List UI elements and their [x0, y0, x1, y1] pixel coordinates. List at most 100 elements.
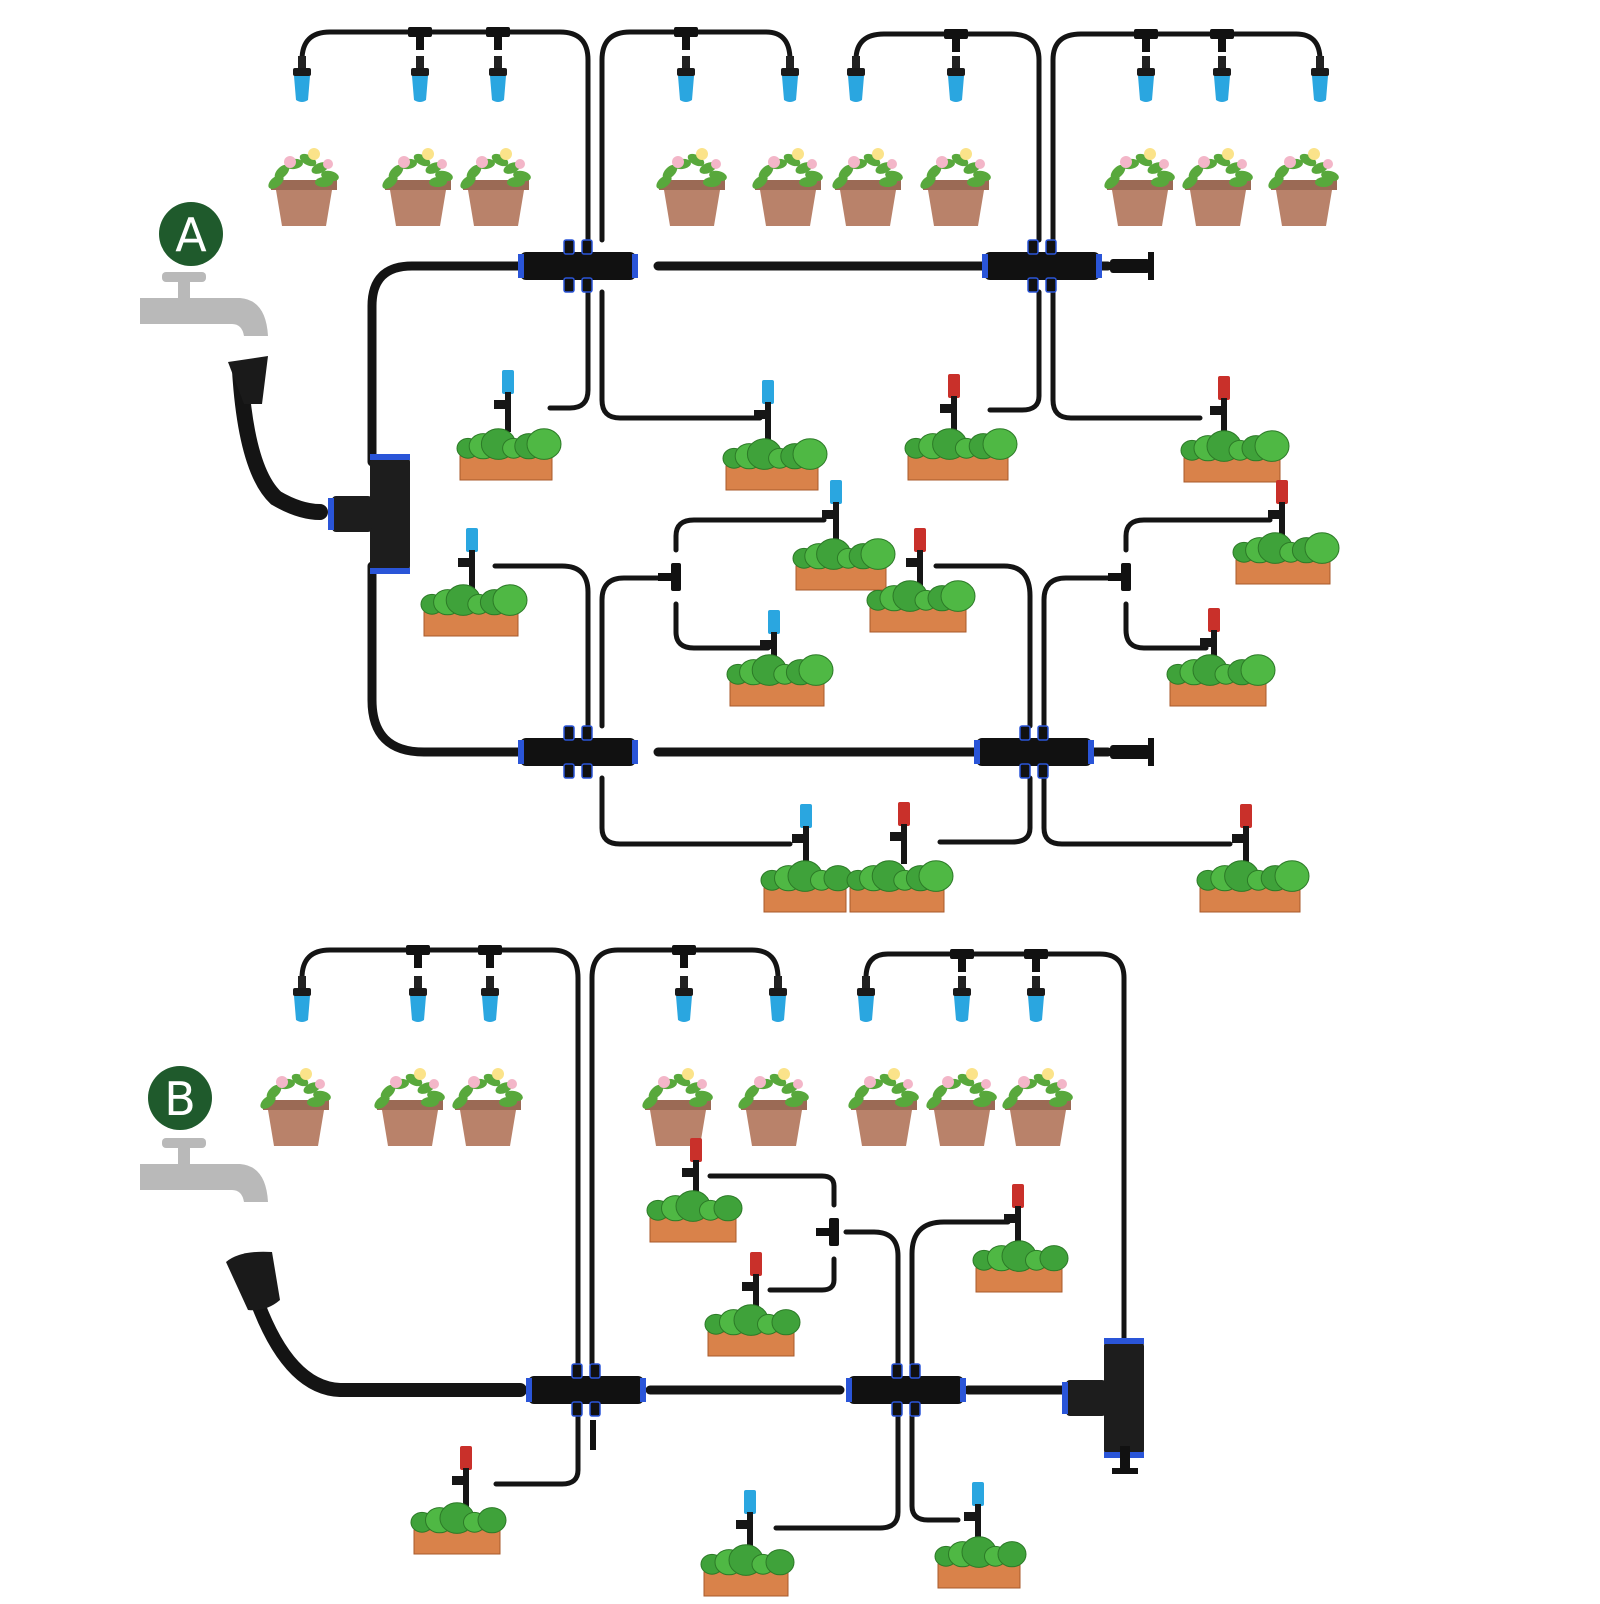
planter-box-icon: [646, 1190, 743, 1243]
stake-dripper-head: [466, 528, 478, 552]
badge-a-circle: [159, 202, 223, 266]
pot-leaf: [460, 175, 476, 189]
micro-tee-connector-icon: [1134, 29, 1158, 52]
blue-dripper-icon: [411, 56, 429, 102]
micro-tee-connector-icon: [816, 1218, 839, 1246]
stake-inlet: [742, 1282, 756, 1291]
leaf: [477, 1507, 507, 1534]
blue-dripper-icon: [822, 480, 842, 542]
drip-tube: [1041, 575, 1115, 729]
planter-box-icon: [456, 428, 562, 481]
flower: [807, 159, 817, 169]
pot-leaf: [507, 176, 525, 188]
manifold-port: [581, 277, 593, 293]
drip-tube: [843, 1229, 901, 1367]
pot-body: [856, 1110, 912, 1146]
dripper-nozzle: [676, 996, 692, 1022]
micro-tee-connector-icon: [950, 949, 974, 972]
stake-dripper-head: [972, 1482, 984, 1506]
planter-box-body: [849, 887, 945, 913]
stake-inlet: [1232, 834, 1246, 843]
dripper-nozzle: [954, 996, 970, 1022]
planter-box-icon: [760, 860, 853, 913]
pot-rim: [923, 180, 989, 190]
faucet-spout: [200, 298, 268, 336]
end-plug-icon: [1110, 252, 1154, 280]
manifold-port: [581, 239, 593, 255]
planter-box-body: [725, 465, 819, 491]
tubing-layer: [232, 29, 1323, 1531]
pot-leaf: [374, 1095, 390, 1109]
blue-dripper-icon: [1311, 56, 1329, 102]
flower: [414, 1068, 426, 1080]
tee-ring: [328, 498, 334, 530]
tee-branch: [1218, 32, 1226, 52]
drip-tube: [767, 1256, 837, 1293]
tee-branch: [416, 30, 424, 50]
stake-dripper-head: [690, 1138, 702, 1162]
planter-box-body: [907, 455, 1009, 481]
manifold-ring: [518, 740, 524, 764]
pot-body: [460, 1110, 516, 1146]
main-tube: [367, 561, 536, 757]
stake-spike: [975, 1504, 981, 1544]
stake-dripper-head: [750, 1252, 762, 1276]
stake-spike: [833, 502, 839, 542]
manifold-port: [581, 763, 593, 779]
leaf: [492, 584, 528, 616]
pot-leaf: [382, 175, 398, 189]
stake-spike: [463, 1468, 469, 1508]
dripper-nozzle: [770, 996, 786, 1022]
flower: [697, 1079, 707, 1089]
stake-spike: [1015, 1206, 1021, 1246]
blue-dripper-icon: [489, 56, 507, 102]
pot-leaf: [1182, 175, 1198, 189]
red-dripper-icon: [906, 528, 926, 590]
blue-dripper-icon: [760, 610, 780, 672]
flower: [437, 159, 447, 169]
stake-dripper-head: [1208, 608, 1220, 632]
blue-dripper-icon: [736, 1490, 756, 1552]
flower: [1144, 148, 1156, 160]
tee-body: [671, 563, 681, 591]
leaf: [982, 428, 1018, 460]
tee-side: [332, 496, 372, 532]
blue-dripper-icon: [964, 1482, 984, 1544]
flower: [942, 1076, 954, 1088]
end-plug-icon: [590, 1420, 596, 1450]
flower: [768, 156, 780, 168]
tee-branch: [414, 948, 422, 968]
dripper-collar: [953, 988, 971, 996]
dripper-nozzle: [1028, 996, 1044, 1022]
stake-dripper-head: [1276, 480, 1288, 504]
flower: [507, 1079, 517, 1089]
blue-dripper-icon: [857, 976, 875, 1022]
flower-pot-icon: [926, 1068, 997, 1146]
blue-dripper-icon: [1027, 976, 1045, 1022]
tee-branch: [1032, 952, 1040, 972]
pot-leaf: [1151, 176, 1169, 188]
blue-dripper-icon: [293, 976, 311, 1022]
flower: [903, 1079, 913, 1089]
flower: [792, 148, 804, 160]
manifold-body: [528, 1376, 644, 1404]
badge-b-circle: [148, 1066, 212, 1130]
leaf: [1274, 860, 1310, 892]
pot-rim: [271, 180, 337, 190]
blue-dripper-icon: [409, 976, 427, 1022]
badges-layer: A B: [148, 202, 223, 1130]
drip-tube: [492, 563, 591, 729]
dripper-stem: [1142, 56, 1150, 70]
leaf: [1304, 532, 1340, 564]
drip-tube: [1050, 31, 1323, 243]
stake-spike: [1221, 398, 1227, 438]
components-layer: [140, 27, 1340, 1597]
micro-tee-connector-icon: [486, 27, 510, 50]
supply-hose: [232, 362, 328, 520]
stake-spike: [771, 632, 777, 672]
dripper-nozzle: [294, 76, 310, 102]
pot-leaf: [1268, 175, 1284, 189]
leaf: [860, 538, 896, 570]
plug-body: [1110, 259, 1150, 273]
